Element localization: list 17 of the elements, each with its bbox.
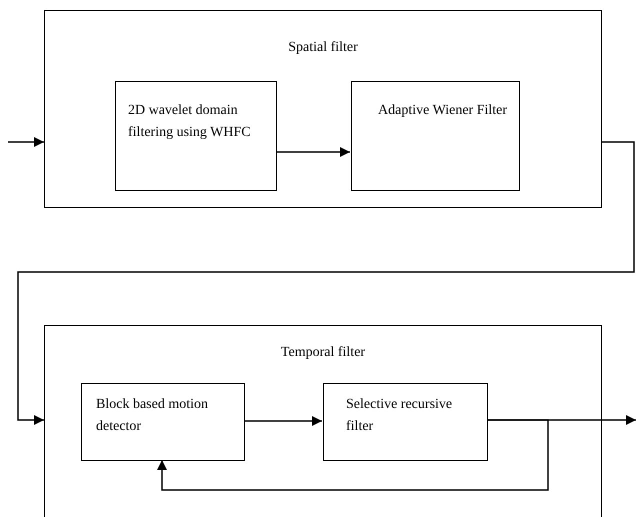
arrow [8,137,44,147]
box-label: Adaptive Wiener Filter [378,102,508,120]
group-box [44,10,602,208]
box-label: Selective recursive filter [346,396,454,436]
box-label: Block based motion detector [96,396,209,436]
process-box [323,383,488,461]
box-label: 2D wavelet domain filtering using WHFC [128,102,252,142]
arrow [276,147,350,157]
group-box [44,325,602,517]
arrow [244,416,322,426]
arrow [157,419,549,491]
process-box [81,383,245,461]
arrow [17,141,635,425]
group-title: Temporal filter [280,344,366,362]
group-title: Spatial filter [287,39,359,57]
process-box [115,81,277,191]
process-box [351,81,520,191]
